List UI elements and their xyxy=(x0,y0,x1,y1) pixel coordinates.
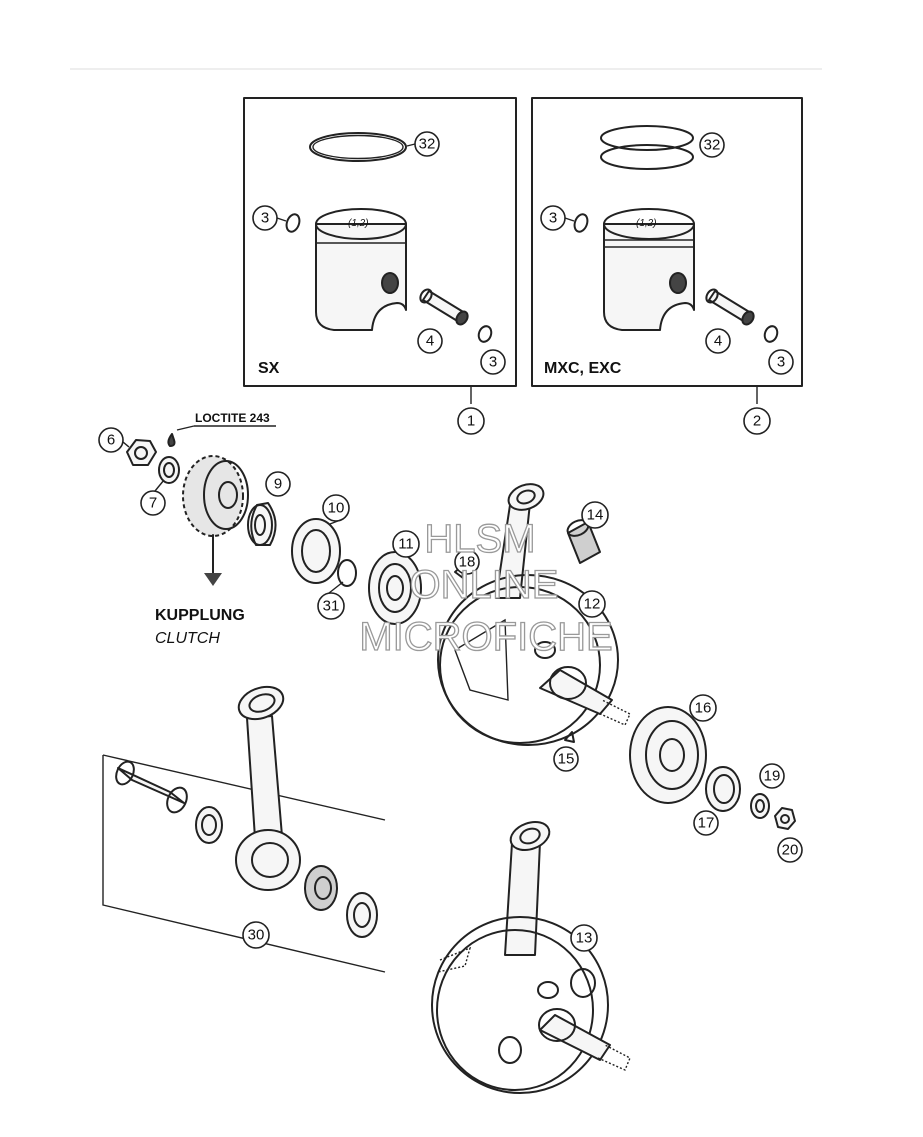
box-label-mxc-exc: MXC, EXC xyxy=(544,360,622,377)
crankshaft-icon xyxy=(431,820,631,1094)
callout-3-sx-right: 3 xyxy=(480,349,506,375)
piston-marking: (1,2) xyxy=(348,218,369,229)
nut-icon xyxy=(774,807,796,830)
svg-text:6: 6 xyxy=(107,432,115,449)
svg-text:3: 3 xyxy=(777,354,785,371)
svg-text:14: 14 xyxy=(587,507,604,524)
piston-marking: (1,2) xyxy=(636,218,657,229)
callout-10: 10 xyxy=(322,494,350,522)
piston-ring-icon xyxy=(600,125,694,170)
callout-16: 16 xyxy=(689,694,717,722)
thrust-washer-icon xyxy=(195,806,223,844)
svg-text:3: 3 xyxy=(489,354,497,371)
svg-text:2: 2 xyxy=(753,413,761,430)
watermark: HLSM ONLINE MICROFICHE xyxy=(359,516,614,659)
clutch-label-en: CLUTCH xyxy=(155,630,220,647)
svg-text:18: 18 xyxy=(459,554,476,571)
callout-1: 1 xyxy=(457,407,485,435)
callout-13: 13 xyxy=(570,924,598,952)
svg-text:10: 10 xyxy=(328,500,345,517)
svg-text:4: 4 xyxy=(714,333,722,350)
piston-ring-icon xyxy=(309,132,407,162)
circlip-icon xyxy=(285,213,301,233)
piston-icon: (1,2) xyxy=(603,208,695,331)
ball-bearing-icon xyxy=(368,551,422,625)
svg-text:32: 32 xyxy=(704,137,721,154)
thrust-washer-icon xyxy=(346,892,378,938)
svg-text:MICROFICHE: MICROFICHE xyxy=(359,615,612,659)
washer-icon xyxy=(750,793,770,819)
connecting-rod-icon xyxy=(235,685,301,891)
loctite-drop-icon xyxy=(167,433,176,447)
o-ring-icon xyxy=(337,559,357,587)
callout-4-mxc: 4 xyxy=(705,328,731,354)
svg-text:19: 19 xyxy=(764,768,781,785)
svg-text:1: 1 xyxy=(467,413,475,430)
callout-14: 14 xyxy=(581,501,609,529)
callout-3-mxc-right: 3 xyxy=(768,349,794,375)
crankshaft-assembly-icon xyxy=(437,483,631,746)
svg-text:HLSM: HLSM xyxy=(424,517,535,561)
callout-20: 20 xyxy=(777,837,803,863)
svg-text:4: 4 xyxy=(426,333,434,350)
clutch-label-de: KUPPLUNG xyxy=(155,607,245,624)
circlip-icon xyxy=(573,213,589,233)
svg-text:ONLINE: ONLINE xyxy=(410,563,559,607)
piston-pin-icon xyxy=(419,288,469,326)
svg-text:13: 13 xyxy=(576,930,593,947)
svg-text:30: 30 xyxy=(248,927,265,944)
callout-9: 9 xyxy=(265,471,291,497)
ball-bearing-icon xyxy=(629,706,707,804)
callout-4-sx: 4 xyxy=(417,328,443,354)
circlip-icon xyxy=(763,325,779,343)
svg-text:9: 9 xyxy=(274,476,282,493)
callout-32-sx: 32 xyxy=(414,131,440,157)
svg-text:20: 20 xyxy=(782,842,799,859)
shaft-seal-icon xyxy=(705,766,741,812)
callout-30: 30 xyxy=(242,921,270,949)
loctite-label: LOCTITE 243 xyxy=(195,411,270,425)
callout-31: 31 xyxy=(317,592,345,620)
callout-2: 2 xyxy=(743,407,771,435)
callout-7: 7 xyxy=(140,490,166,516)
spacer-bushing-icon xyxy=(247,502,277,546)
callout-12: 12 xyxy=(578,590,606,618)
svg-text:32: 32 xyxy=(419,136,436,153)
svg-text:3: 3 xyxy=(261,210,269,227)
callout-3-mxc-left: 3 xyxy=(540,205,566,231)
circlip-icon xyxy=(477,325,493,343)
washer-icon xyxy=(158,456,180,484)
woodruff-key-icon xyxy=(564,731,575,743)
svg-text:3: 3 xyxy=(549,210,557,227)
svg-text:15: 15 xyxy=(558,751,575,768)
shaft-seal-icon xyxy=(291,518,341,584)
callout-3-sx-left: 3 xyxy=(252,205,278,231)
piston-kit-sx-box: (1,2) SX xyxy=(243,97,517,387)
callout-6: 6 xyxy=(98,427,124,453)
piston-pin-icon xyxy=(705,288,755,326)
primary-gear-icon xyxy=(182,455,249,537)
callout-18: 17 xyxy=(693,810,719,836)
svg-text:11: 11 xyxy=(398,536,414,553)
svg-text:17: 17 xyxy=(698,815,715,832)
needle-bearing-icon xyxy=(304,865,338,911)
svg-text:7: 7 xyxy=(149,495,157,512)
svg-text:16: 16 xyxy=(695,700,712,717)
piston-icon: (1,2) xyxy=(315,208,407,331)
crank-pin-icon xyxy=(115,760,188,814)
svg-text:12: 12 xyxy=(584,596,601,613)
callout-19: 19 xyxy=(759,763,785,789)
piston-kit-mxc-exc-box: (1,2) MXC, EXC xyxy=(531,97,803,387)
callout-32-mxc: 32 xyxy=(699,132,725,158)
conrod-kit-group xyxy=(102,685,386,973)
callout-17: 18 xyxy=(454,549,480,575)
nut-icon xyxy=(126,439,157,466)
svg-text:31: 31 xyxy=(323,598,340,615)
leader-lines xyxy=(122,143,575,594)
callout-15: 15 xyxy=(553,746,579,772)
box-label-sx: SX xyxy=(258,360,280,377)
callout-11: 11 xyxy=(392,530,420,558)
